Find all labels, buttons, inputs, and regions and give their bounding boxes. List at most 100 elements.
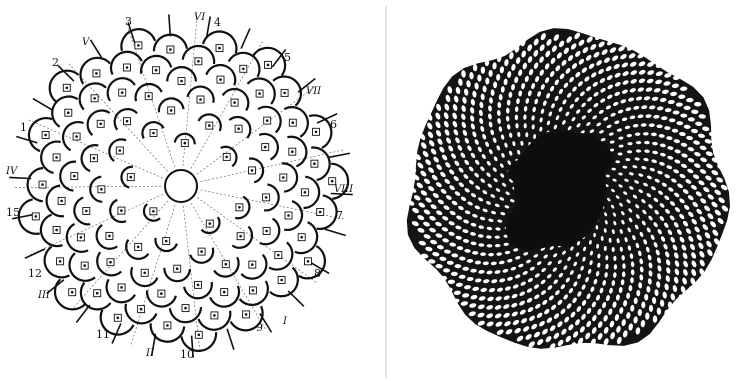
floret-dot bbox=[147, 95, 150, 98]
floret-dot bbox=[108, 235, 111, 238]
center-hole bbox=[165, 170, 197, 202]
floret-dot bbox=[169, 48, 172, 51]
floret-dot bbox=[120, 286, 123, 289]
seed bbox=[582, 343, 589, 352]
label-15: 15 bbox=[6, 206, 20, 219]
floret-dot bbox=[95, 72, 98, 75]
floret-dot bbox=[197, 60, 200, 63]
label-roman-VI: VI bbox=[194, 12, 206, 23]
seed bbox=[684, 106, 691, 110]
floret-dot bbox=[120, 209, 123, 212]
floret-dot bbox=[265, 230, 268, 233]
floret-dot bbox=[219, 78, 222, 81]
floret-dot bbox=[283, 92, 286, 95]
floret-dot bbox=[99, 123, 102, 126]
floret-dot bbox=[180, 80, 183, 83]
floret-dot bbox=[266, 119, 269, 122]
floret-dot bbox=[280, 279, 283, 282]
outer-spoke bbox=[328, 153, 350, 157]
seed bbox=[716, 150, 725, 157]
floret-dot bbox=[44, 134, 47, 137]
floret-dot bbox=[160, 292, 163, 295]
floret-dot bbox=[213, 314, 216, 317]
label-11: 11 bbox=[96, 328, 110, 341]
guide-line bbox=[28, 194, 163, 255]
center-blot bbox=[508, 158, 548, 186]
floret-dot bbox=[85, 210, 88, 213]
seed bbox=[636, 290, 640, 297]
label-5: 5 bbox=[284, 51, 291, 64]
seed bbox=[481, 67, 485, 74]
sunflower-seedhead-image bbox=[407, 28, 730, 354]
floret-dot bbox=[166, 324, 169, 327]
floret-dot bbox=[73, 175, 76, 178]
label-12: 12 bbox=[28, 267, 42, 280]
floret-dot bbox=[225, 263, 228, 266]
outer-spoke bbox=[241, 28, 250, 48]
floret-dot bbox=[35, 215, 38, 218]
floret-dot bbox=[264, 146, 267, 149]
floret-dot bbox=[143, 272, 146, 275]
floret-dot bbox=[242, 68, 245, 71]
seed bbox=[613, 256, 616, 261]
floret-dot bbox=[209, 222, 212, 225]
floret-dot bbox=[313, 162, 316, 165]
floret-dot bbox=[109, 261, 112, 264]
floret-dot bbox=[130, 176, 133, 179]
phyllotaxis-diagram: 1 2 3 4 5 6 7 8 9 10 11 12 15 I II III I… bbox=[5, 12, 354, 361]
floret-dot bbox=[252, 289, 255, 292]
floret-dot bbox=[137, 246, 140, 249]
floret-dot bbox=[251, 263, 254, 266]
floret-dot bbox=[239, 235, 242, 238]
floret-dot bbox=[233, 101, 236, 104]
seed bbox=[561, 345, 569, 354]
seed bbox=[467, 259, 473, 263]
floret-dot bbox=[67, 111, 70, 114]
floret-dot bbox=[100, 188, 103, 191]
floret-dot bbox=[152, 132, 155, 135]
floret-dot bbox=[223, 291, 226, 294]
seed bbox=[489, 51, 494, 59]
floret-dot bbox=[300, 236, 303, 239]
floret-dot bbox=[287, 214, 290, 217]
floret-dot bbox=[93, 157, 96, 160]
outer-spoke bbox=[169, 14, 171, 36]
outer-spoke bbox=[9, 177, 31, 178]
floret-dot bbox=[170, 109, 173, 112]
label-roman-VIII: VIII bbox=[334, 184, 354, 195]
label-4: 4 bbox=[214, 16, 221, 29]
label-roman-V: V bbox=[82, 37, 91, 48]
floret-dot bbox=[71, 291, 74, 294]
floret-dot bbox=[155, 69, 158, 72]
seed bbox=[502, 47, 508, 55]
floret-dot bbox=[119, 149, 122, 152]
floret-dot bbox=[55, 156, 58, 159]
seed bbox=[515, 115, 518, 121]
floret-dot bbox=[208, 124, 211, 127]
label-1: 1 bbox=[20, 121, 27, 134]
floret-dot bbox=[126, 120, 129, 123]
floret-dot bbox=[176, 267, 179, 270]
outer-spoke bbox=[33, 99, 52, 110]
label-2: 2 bbox=[52, 56, 59, 69]
label-roman-I: I bbox=[282, 316, 288, 327]
floret-dot bbox=[184, 142, 187, 145]
floret-dot bbox=[41, 183, 44, 186]
floret-dot bbox=[291, 150, 294, 153]
guide-line bbox=[70, 201, 168, 312]
floret-dot bbox=[304, 191, 307, 194]
guide-line bbox=[13, 186, 161, 187]
floret-dot bbox=[315, 131, 318, 134]
floret-dot bbox=[66, 87, 69, 90]
floret-dot bbox=[245, 313, 248, 316]
label-roman-II: II bbox=[145, 348, 155, 359]
outer-spoke bbox=[16, 137, 37, 143]
label-3: 3 bbox=[125, 15, 132, 28]
floret-dot bbox=[307, 260, 310, 263]
floret-dot bbox=[140, 308, 143, 311]
floret-dot bbox=[282, 176, 285, 179]
floret-dot bbox=[96, 292, 99, 295]
floret-dot bbox=[152, 210, 155, 213]
floret-dot bbox=[198, 334, 201, 337]
outer-spoke bbox=[58, 66, 74, 81]
